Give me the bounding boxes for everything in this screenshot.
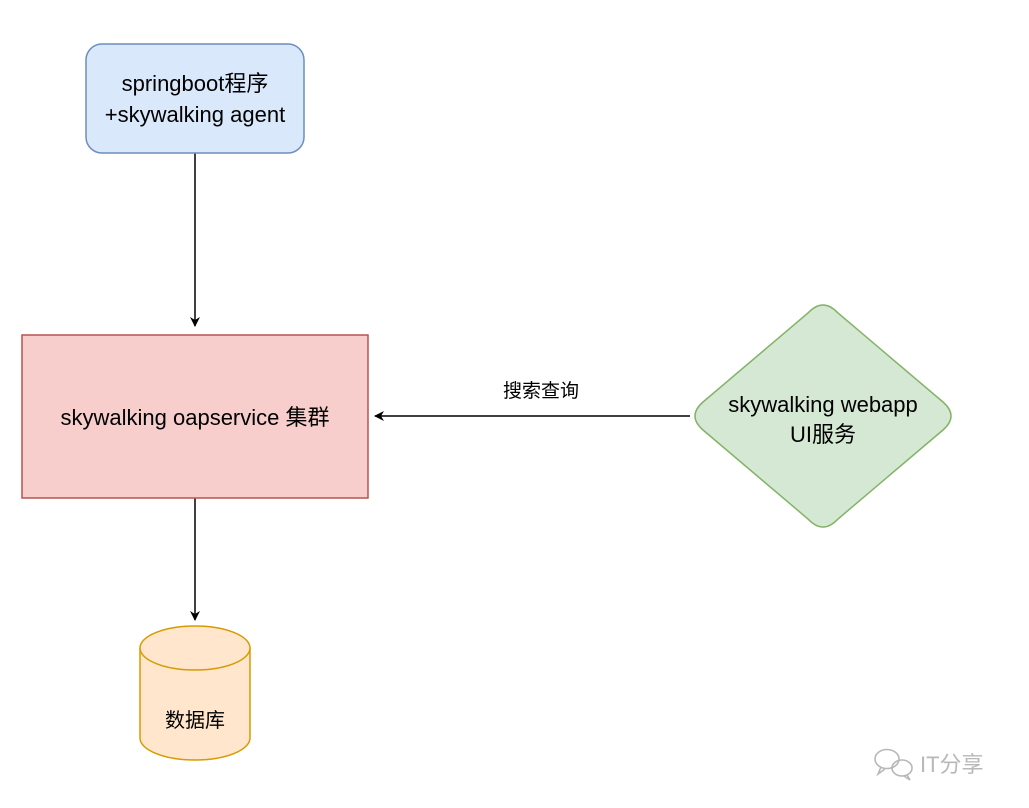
springboot-app-box xyxy=(85,43,305,154)
watermark-label: IT分享 xyxy=(920,752,984,777)
springboot-app-label-line1: springboot程序 xyxy=(122,71,269,96)
node-springboot-app: springboot程序 +skywalking agent xyxy=(85,43,305,154)
webapp-ui-label-line2: UI服务 xyxy=(790,422,856,447)
webapp-ui-label-line1: skywalking webapp xyxy=(728,392,918,417)
wechat-icon xyxy=(874,748,913,781)
watermark: IT分享 xyxy=(874,748,984,781)
springboot-app-label-line2: +skywalking agent xyxy=(105,102,285,127)
node-oap-cluster: skywalking oapservice 集群 xyxy=(21,334,369,499)
node-database: 数据库 xyxy=(139,625,251,761)
edge-webapp-to-oap: 搜索查询 xyxy=(374,380,690,421)
database-label: 数据库 xyxy=(165,709,225,732)
database-cylinder-top xyxy=(139,625,251,671)
node-webapp-ui: skywalking webapp UI服务 xyxy=(694,304,952,528)
webapp-ui-diamond xyxy=(694,304,952,528)
oap-cluster-box xyxy=(21,334,369,499)
oap-cluster-label: skywalking oapservice 集群 xyxy=(61,405,330,430)
edge-label-query: 搜索查询 xyxy=(503,380,579,402)
database-cylinder-body xyxy=(139,648,251,761)
